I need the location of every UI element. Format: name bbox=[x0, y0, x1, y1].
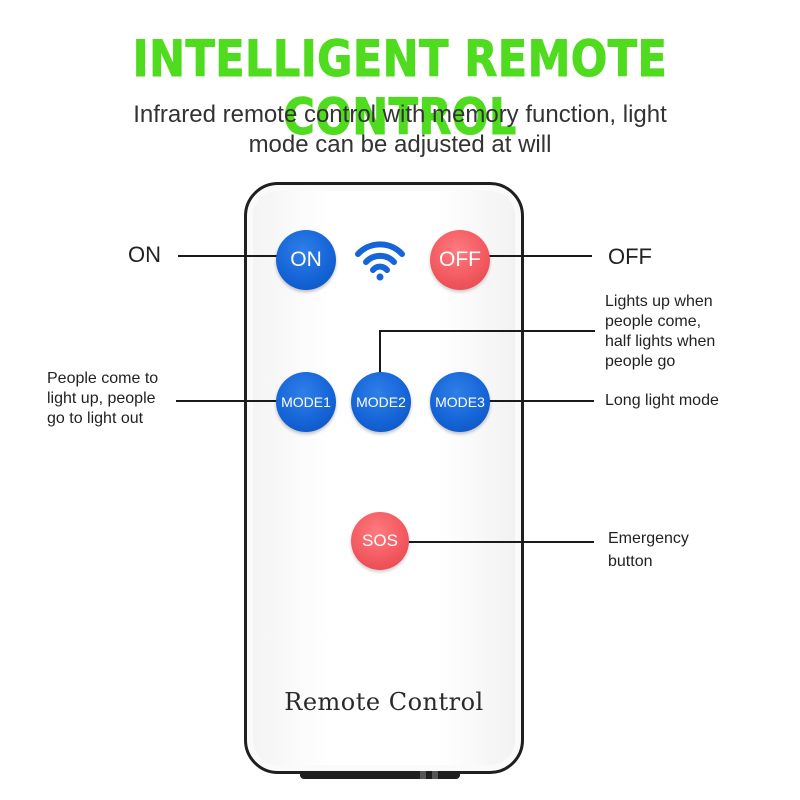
sos-button[interactable]: SOS bbox=[351, 512, 409, 570]
off-button[interactable]: OFF bbox=[430, 230, 490, 290]
wifi-signal-icon bbox=[354, 240, 406, 282]
callout-mode2: Lights up when people come, half lights … bbox=[605, 293, 716, 370]
on-button[interactable]: ON bbox=[276, 230, 336, 290]
subtitle-line-2: mode can be adjusted at will bbox=[248, 131, 552, 158]
remote-battery-notch bbox=[300, 771, 460, 779]
callout-off: OFF bbox=[608, 244, 652, 269]
page-subtitle: Infrared remote control with memory func… bbox=[90, 100, 710, 160]
mode3-button[interactable]: MODE3 bbox=[430, 372, 490, 432]
callout-sos: Emergency button bbox=[608, 530, 689, 570]
callout-on: ON bbox=[128, 242, 161, 267]
callout-mode3: Long light mode bbox=[605, 392, 719, 409]
remote-brand-label: Remote Control bbox=[284, 688, 484, 716]
callout-line-on bbox=[178, 255, 298, 257]
callout-line-mode2-vertical bbox=[379, 330, 381, 374]
callout-line-off bbox=[460, 255, 592, 257]
callout-line-mode3 bbox=[460, 400, 594, 402]
page-title: INTELLIGENT REMOTE CONTROL bbox=[132, 30, 668, 147]
callout-line-mode1 bbox=[176, 400, 300, 402]
callout-line-mode2-horizontal bbox=[379, 330, 595, 332]
callout-mode1: People come to light up, people go to li… bbox=[47, 370, 159, 427]
callout-line-sos bbox=[380, 541, 594, 543]
subtitle-line-1: Infrared remote control with memory func… bbox=[133, 101, 667, 128]
mode1-button[interactable]: MODE1 bbox=[276, 372, 336, 432]
mode2-button[interactable]: MODE2 bbox=[351, 372, 411, 432]
